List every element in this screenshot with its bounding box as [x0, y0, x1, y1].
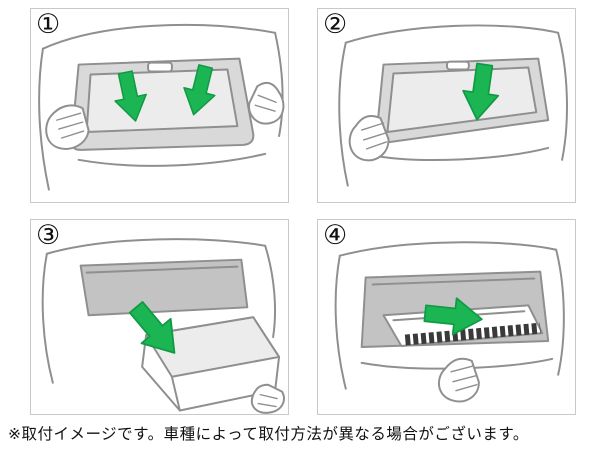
green-arrow-right-icon	[423, 297, 483, 336]
dashboard-outline	[41, 238, 277, 385]
step-panel-4: ④	[317, 219, 576, 415]
green-arrow-down-right-icon	[128, 301, 176, 355]
green-arrow-down-left-icon	[114, 70, 147, 122]
glovebox-opening	[79, 259, 249, 317]
left-hand-icon	[348, 115, 390, 162]
step-panel-1: ①	[30, 8, 289, 204]
hand-icon	[437, 358, 480, 403]
green-arrow-down-right-icon	[183, 64, 216, 116]
step-number-1: ①	[36, 9, 61, 40]
filter-pleats	[404, 323, 541, 346]
step3-remove-glovebox-illustration	[41, 238, 285, 414]
right-hand-icon	[248, 81, 285, 125]
dashboard-outline	[338, 24, 568, 187]
hand-icon	[251, 384, 285, 414]
glovebox-latch	[446, 60, 470, 71]
step2-lower-glovebox-illustration	[338, 24, 568, 187]
step4-insert-filter-illustration	[334, 241, 565, 403]
step-number-3: ③	[36, 220, 61, 252]
step1-open-glovebox-illustration	[38, 23, 285, 191]
step-panel-2: ②	[317, 8, 576, 204]
glovebox-inner-tray	[85, 68, 239, 134]
green-arrow-down-icon	[462, 62, 500, 121]
step-number-4: ④	[323, 220, 348, 252]
left-hand-icon	[45, 104, 90, 150]
dashboard-outline	[38, 23, 284, 191]
step-number-2: ②	[323, 9, 348, 40]
steps-grid: ①	[30, 8, 576, 415]
step-panel-3: ③	[30, 219, 289, 415]
glovebox-latch	[147, 61, 173, 73]
disclaimer-caption: ※取付イメージです。車種によって取付方法が異なる場合がございます。	[8, 425, 529, 443]
